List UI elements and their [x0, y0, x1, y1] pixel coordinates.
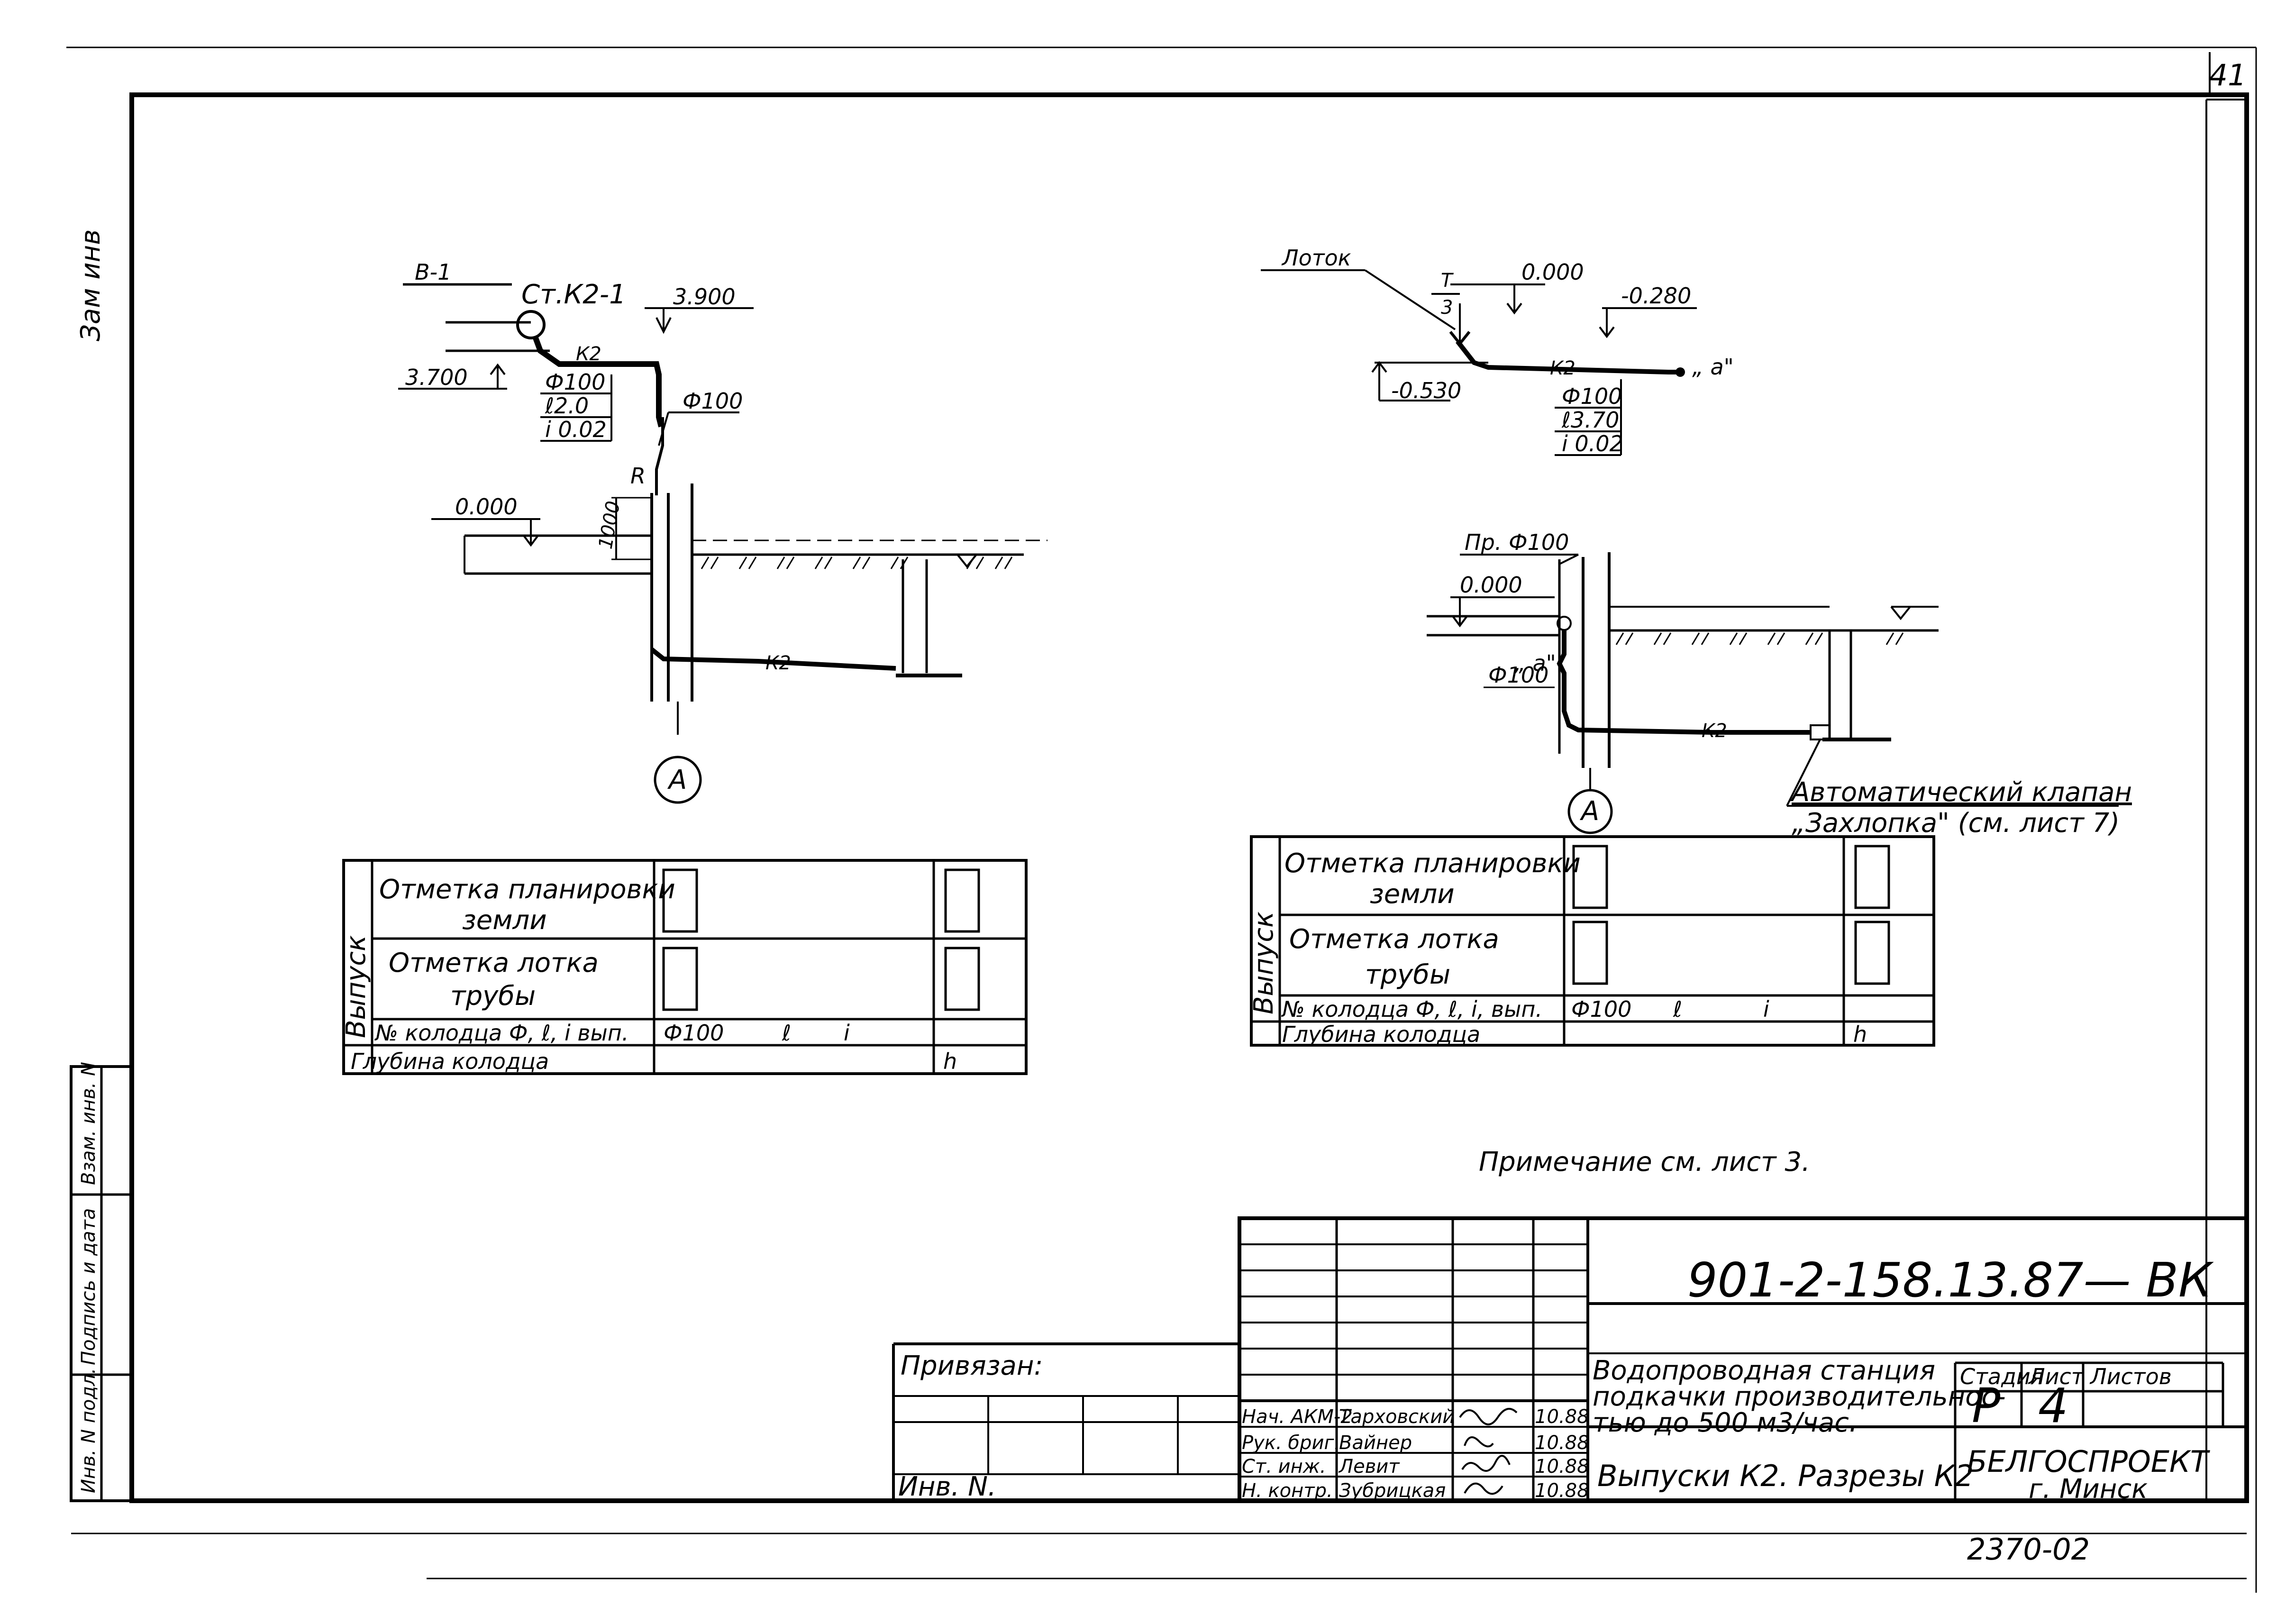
- signature-name: Тарховский: [1339, 1406, 1455, 1428]
- sheet-header: Лист: [2028, 1364, 2085, 1389]
- right-pipe-code-k2-lower: К2: [1702, 720, 1727, 742]
- signature-date: 10.88: [1535, 1480, 1589, 1502]
- right-elev-minus-530: -0.530: [1391, 378, 1461, 403]
- strip-label-replace-inv: Взам. инв. N: [78, 1062, 100, 1185]
- left-strip: [70, 1065, 133, 1502]
- right-elev-minus-280: -0.280: [1621, 283, 1691, 309]
- stage-value: Р: [1972, 1378, 2001, 1433]
- valve-note-line-2: „Захлопка" (см. лист 7): [1792, 808, 2120, 839]
- strip-label-inv-original: Инв. N подл.: [78, 1368, 100, 1493]
- right-outlet-table: [1250, 835, 1935, 1047]
- left-table-row3: № колодца Ф, ℓ, i вып.: [374, 1020, 628, 1046]
- right-table-row2-line1: Отметка лотка: [1289, 924, 1499, 955]
- left-elev-bottom: 3.700: [405, 365, 468, 390]
- left-table-row3-length: ℓ: [782, 1020, 791, 1046]
- signature-role: Н. контр.: [1242, 1480, 1333, 1502]
- right-table-row3-slope: i: [1763, 996, 1769, 1022]
- right-table-row3-length: ℓ: [1673, 996, 1682, 1022]
- left-revision-label: R: [630, 463, 646, 489]
- organization-city: г. Минск: [2029, 1474, 2148, 1505]
- right-fraction-top: Т: [1441, 270, 1454, 292]
- project-name-line-1: Водопроводная станция: [1593, 1355, 1935, 1386]
- signature-date: 10.88: [1535, 1432, 1589, 1454]
- right-elev-zero: 0.000: [1521, 259, 1584, 285]
- right-axis-mark: А: [1580, 796, 1599, 827]
- title-block: [892, 1216, 2249, 1503]
- right-lower-diameter: Ф100: [1488, 662, 1548, 688]
- signature-date: 10.88: [1535, 1406, 1589, 1428]
- project-name-line-2: подкачки производительнос-: [1593, 1381, 2006, 1412]
- drawing-designation: 901-2-158.13.87— ВК: [1687, 1252, 2214, 1308]
- right-point-a-lower: „ а": [1514, 650, 1556, 676]
- right-pr-diameter: Пр. Ф100: [1465, 529, 1569, 555]
- left-riser-label: Ст.К2-1: [521, 279, 626, 310]
- right-tray-label: Лоток: [1281, 245, 1351, 271]
- sheets-header: Листов: [2089, 1364, 2172, 1389]
- margin-handwritten-note: Зам инв: [75, 229, 106, 341]
- signature-name: Левит: [1338, 1456, 1400, 1478]
- right-section-diagram: [1261, 269, 2119, 834]
- drawing-title: Выпуски К2. Разрезы К2: [1597, 1459, 1974, 1493]
- right-table-row1-line1: Отметка планировки: [1284, 848, 1581, 879]
- signature-role: Ст. инж.: [1242, 1456, 1326, 1478]
- left-spec-diameter: Ф100: [545, 369, 605, 395]
- left-pipe-code-bottom: К2: [765, 652, 791, 674]
- left-spec-slope: i 0.02: [545, 417, 607, 442]
- strip-label-signature-date: Подпись и дата: [78, 1208, 100, 1365]
- left-section-diagram: [398, 283, 1047, 804]
- right-table-row3: № колодца Ф, ℓ, i, вып.: [1281, 996, 1542, 1022]
- left-table-side-label: Выпуск: [341, 935, 372, 1038]
- handwritten-signatures: [1459, 1408, 1518, 1495]
- right-spec-diameter: Ф100: [1562, 383, 1622, 409]
- signature-date: 10.88: [1535, 1456, 1589, 1478]
- inventory-label: Инв. N.: [898, 1471, 996, 1502]
- note-text: Примечание см. лист 3.: [1479, 1147, 1810, 1177]
- archive-code: 2370-02: [1967, 1532, 2090, 1567]
- right-table-row2-line2: трубы: [1365, 959, 1450, 990]
- right-table-row3-diameter: Ф100: [1571, 996, 1631, 1022]
- left-ground-elev: 0.000: [455, 494, 518, 520]
- left-offset-dim: 1000: [595, 499, 625, 550]
- linked-label: Привязан:: [901, 1350, 1043, 1381]
- signature-role: Рук. бриг.: [1242, 1432, 1340, 1454]
- left-outlet-table: [342, 859, 1028, 1075]
- left-table-row1-line1: Отметка планировки: [379, 874, 675, 905]
- left-table-row2-line2: трубы: [450, 981, 536, 1012]
- right-pipe-code-k2: К2: [1550, 357, 1576, 379]
- signature-name: Вайнер: [1339, 1432, 1412, 1454]
- left-table-row2-line1: Отметка лотка: [389, 948, 599, 978]
- signature-name: Зубрицкая: [1339, 1480, 1446, 1502]
- stage-header: Стадия: [1960, 1364, 2043, 1389]
- left-table-row1-line2: земли: [462, 905, 547, 936]
- right-spec-length: ℓ3.70: [1561, 407, 1619, 433]
- left-spec-length: ℓ2.0: [545, 393, 589, 419]
- right-point-a-label: „ а": [1692, 354, 1734, 380]
- organization-name: БЕЛГОСПРОЕКТ: [1967, 1444, 2210, 1479]
- sheet-value: 4: [2038, 1378, 2068, 1433]
- right-fraction-bottom: 3: [1441, 297, 1453, 319]
- left-axis-mark: А: [667, 765, 687, 795]
- right-table-row4: Глубина колодца: [1282, 1022, 1480, 1047]
- left-elev-top: 3.900: [673, 284, 736, 310]
- left-ref-line-label: В-1: [415, 259, 451, 285]
- right-table-row1-line2: земли: [1370, 879, 1455, 910]
- left-table-row4-depth: h: [943, 1049, 957, 1074]
- right-spec-slope: i 0.02: [1562, 431, 1623, 456]
- left-table-row3-slope: i: [844, 1020, 850, 1046]
- sheet-number: 41: [2209, 58, 2247, 92]
- sheet-frame: [66, 46, 2257, 1593]
- left-pipe-code-top: К2: [576, 343, 601, 365]
- signature-role: Нач. АКМ-2: [1242, 1406, 1353, 1428]
- right-table-side-label: Выпуск: [1248, 912, 1279, 1014]
- project-name-line-3: тью до 500 м3/час.: [1593, 1407, 1858, 1438]
- valve-note-line-1: Автоматический клапан: [1790, 777, 2132, 808]
- left-vertical-diameter: Ф100: [683, 388, 743, 414]
- right-ground-elev: 0.000: [1460, 572, 1522, 598]
- left-table-row4: Глубина колодца: [351, 1049, 549, 1074]
- right-table-row4-depth: h: [1853, 1022, 1867, 1047]
- left-table-row3-diameter: Ф100: [664, 1020, 724, 1046]
